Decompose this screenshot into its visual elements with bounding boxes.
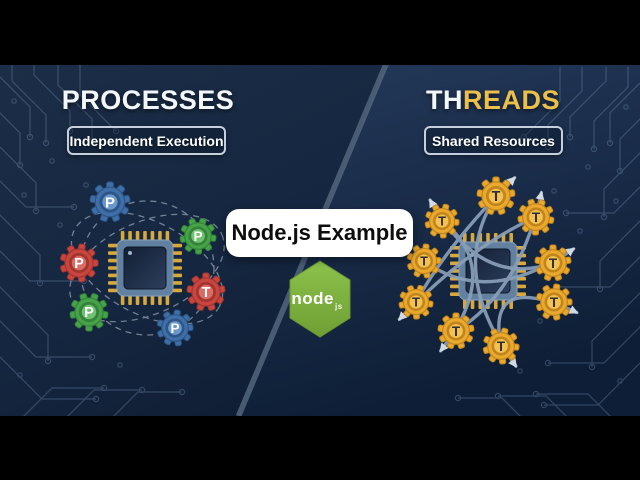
svg-text:P: P (170, 321, 179, 336)
gear-t-icon: T (424, 203, 460, 239)
gear-t-icon: T (398, 284, 434, 320)
letterbox-top (0, 0, 640, 65)
svg-text:P: P (74, 256, 84, 272)
circuit-traces-right (454, 67, 640, 416)
shared-resources-label: Shared Resources (432, 132, 555, 149)
svg-text:T: T (412, 295, 420, 310)
gear-t-icon: T (534, 244, 572, 281)
gear-t-icon: T (536, 283, 573, 321)
gear-p-icon: P (60, 243, 99, 283)
svg-text:T: T (452, 324, 461, 339)
independent-execution-badge: Independent Execution (67, 126, 226, 155)
cpu-chip-icon (108, 231, 182, 305)
gear-t-icon: T (437, 312, 475, 349)
gear-t-icon: T (186, 272, 226, 311)
svg-text:T: T (497, 339, 506, 354)
circuit-traces-left (0, 65, 186, 416)
gear-t-icon: T (406, 243, 442, 279)
svg-text:T: T (420, 254, 428, 269)
gear-p-icon: P (69, 293, 109, 332)
gear-p-icon: P (156, 309, 194, 347)
svg-text:T: T (438, 214, 446, 229)
svg-text:P: P (105, 194, 115, 211)
nodejs-example-label: Node.js Example (231, 220, 408, 245)
svg-text:T: T (202, 285, 211, 301)
svg-text:P: P (84, 305, 94, 321)
svg-text:T: T (532, 210, 541, 225)
right-panel-background (238, 65, 640, 416)
gear-p-icon: P (179, 217, 217, 255)
nodejs-logo: nodejs (289, 260, 351, 338)
gear-p-icon: P (89, 181, 131, 222)
threads-title-prefix: TH (425, 85, 463, 115)
svg-text:P: P (193, 229, 202, 244)
independent-execution-label: Independent Execution (69, 132, 224, 149)
processes-title: PROCESSES (61, 85, 235, 115)
svg-text:T: T (550, 295, 559, 310)
gear-t-icon: T (517, 198, 555, 236)
nodejs-example-badge: Node.js Example (226, 209, 413, 257)
letterbox-bottom (0, 416, 640, 480)
shared-resources-badge: Shared Resources (424, 126, 563, 155)
threads-title: THREADS (365, 85, 621, 116)
svg-text:nodejs: nodejs (291, 289, 342, 311)
svg-text:T: T (549, 256, 558, 271)
threads-title-accent: READS (462, 85, 560, 115)
gear-t-icon: T (482, 327, 520, 365)
gear-t-icon: T (476, 176, 516, 215)
svg-text:T: T (492, 189, 501, 205)
